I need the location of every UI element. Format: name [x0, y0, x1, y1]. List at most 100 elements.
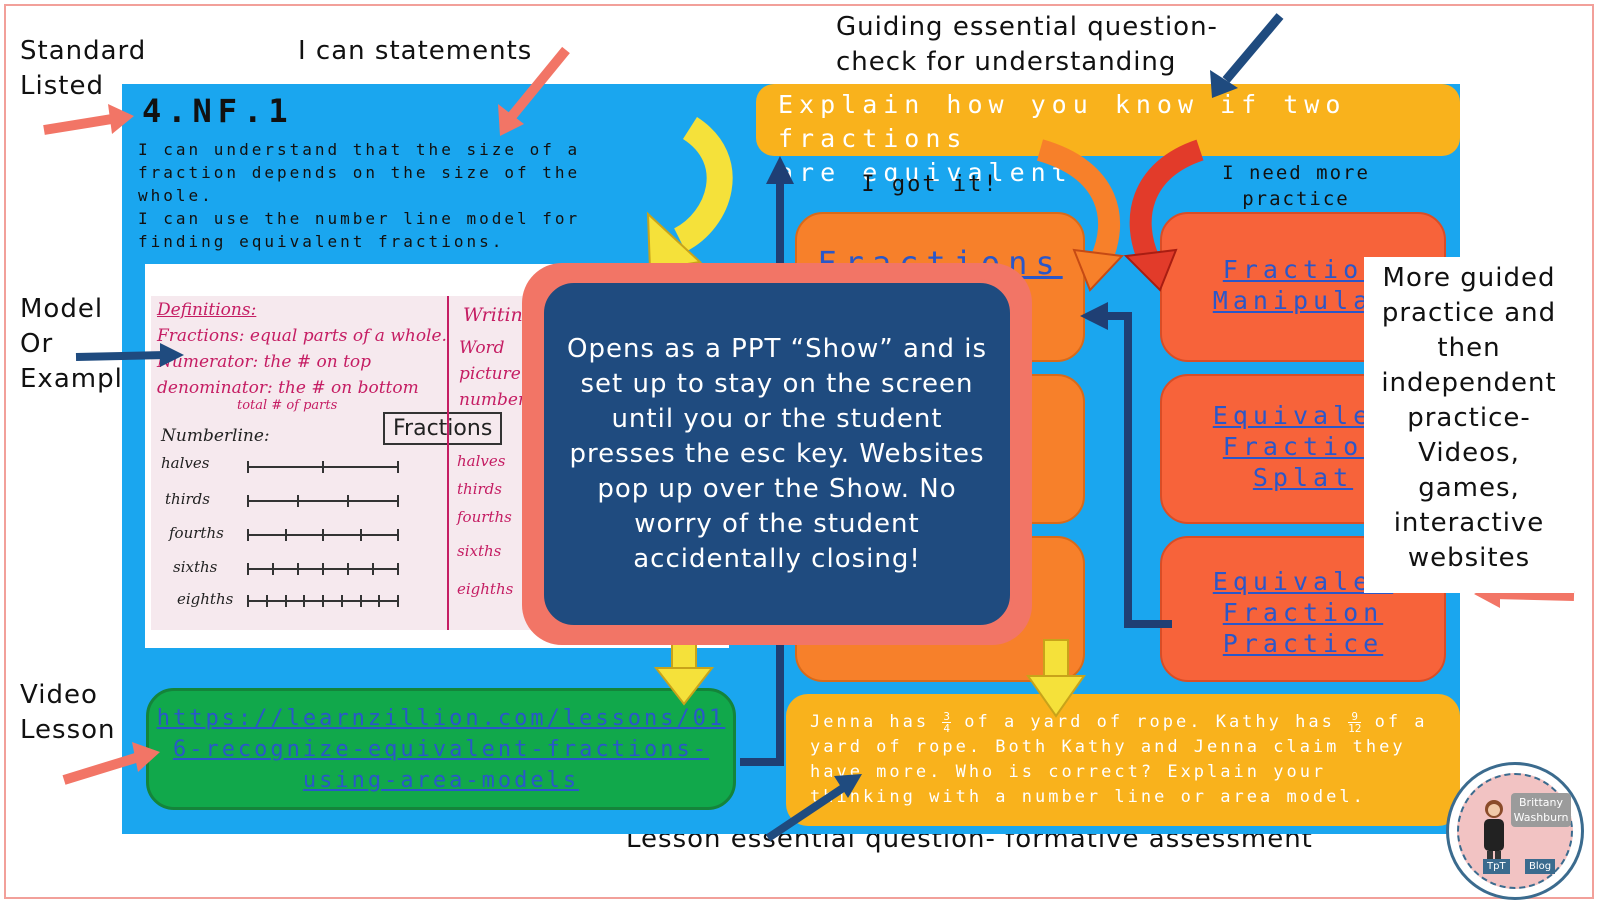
annotation-line: independent — [1381, 368, 1557, 398]
link-line: Equivalen — [1212, 567, 1394, 596]
video-link-line: https://learnzillion.com/lessons/01 — [156, 705, 726, 731]
navy-arrowhead — [834, 774, 862, 798]
chart-row-label: fourths — [169, 524, 224, 542]
chart-divider — [447, 296, 449, 630]
number-line-tick — [265, 595, 268, 607]
flow-arrowhead — [1080, 302, 1108, 330]
annotation-line: Model — [20, 294, 104, 324]
coral-arrow-standard — [43, 113, 119, 135]
number-line-tick — [322, 563, 324, 575]
badge-tag-blog: Blog — [1525, 859, 1556, 874]
number-line-tick — [397, 495, 399, 507]
number-line-tick — [359, 595, 362, 607]
chart-writing-line: Word — [459, 338, 505, 358]
number-line-tick — [359, 529, 362, 541]
link-line: Fraction — [1222, 598, 1384, 627]
number-line-tick — [347, 495, 349, 507]
annotation-line: Lesson — [20, 715, 116, 745]
video-lesson-link[interactable]: https://learnzillion.com/lessons/01 6-re… — [147, 703, 736, 796]
annotation-line: Or — [20, 329, 54, 359]
annotation-line: Videos, — [1418, 438, 1520, 468]
annotation-video-lesson: Video Lesson — [20, 678, 116, 748]
annotation-line: interactive — [1393, 508, 1545, 538]
coral-arrowhead — [108, 104, 134, 134]
chart-definitions-title: Definitions: — [157, 300, 257, 320]
outer-frame — [4, 4, 1594, 899]
chart-numberline-title: Numberline: — [161, 426, 270, 446]
number-line-tick — [378, 595, 381, 607]
chart-writing-title: Writin — [463, 304, 523, 326]
practice-link-fraction-manipulatives[interactable]: Fraction Manipulat — [1162, 254, 1444, 316]
flow-arrowhead — [766, 156, 794, 184]
chart-row-label: thirds — [457, 480, 502, 498]
coral-arrowhead — [132, 742, 160, 772]
brand-badge: Brittany Washburn TpT Blog — [1446, 762, 1584, 900]
i-can-line: fraction depends on the size of the — [138, 163, 581, 182]
annotation-model-or-example: Model Or Example — [20, 292, 140, 397]
annotation-more-practice: More guided practice and then independen… — [1364, 257, 1574, 593]
link-line: Splat — [1252, 463, 1354, 492]
navy-arrow-guiding — [1222, 13, 1284, 83]
badge-inner: Brittany Washburn TpT Blog — [1457, 773, 1573, 889]
number-line-tick — [322, 461, 324, 473]
annotation-i-can-statements: I can statements — [298, 36, 533, 66]
coral-arrow-more-practice — [1493, 589, 1575, 601]
annotation-guiding-question: Guiding essential question- check for un… — [836, 10, 1218, 80]
number-line-tick — [372, 563, 374, 575]
badge-tag-tpt: TpT — [1483, 859, 1510, 874]
annotation-line: Guiding essential question- — [836, 12, 1218, 42]
number-line-tick — [247, 529, 249, 541]
red-curved-arrow — [1129, 139, 1204, 267]
chart-row-label: fourths — [457, 508, 512, 526]
number-line-tick — [322, 529, 324, 541]
yellow-down-arrowhead — [1026, 675, 1086, 718]
practice-link-equivalent-fraction-practice[interactable]: Equivalen Fraction Practice — [1162, 566, 1444, 659]
i-can-statements: I can understand that the size of a frac… — [138, 138, 608, 253]
badge-name: Brittany Washburn — [1511, 793, 1571, 827]
annotation-line: websites — [1407, 543, 1531, 573]
fraction-numerator: 3 — [942, 709, 951, 723]
chart-def-numerator: Numerator: the # on top — [157, 352, 372, 372]
practice-link-equivalent-fraction-splat[interactable]: Equivalen Fraction Splat — [1162, 400, 1444, 493]
chart-writing-line: picture — [459, 364, 521, 384]
callout-box: Opens as a PPT “Show” and is set up to s… — [540, 279, 1014, 629]
link-line: Fraction — [1222, 432, 1384, 461]
link-line: Manipulat — [1212, 286, 1394, 315]
number-line-tick — [322, 595, 324, 607]
heading-line: I need more — [1222, 162, 1370, 184]
red-arrowhead — [1123, 248, 1178, 292]
number-line-tick — [247, 495, 249, 507]
number-line-tick — [247, 461, 249, 473]
annotation-standard-listed: Standard Listed — [20, 34, 146, 104]
chart-def-total: total # of parts — [237, 398, 338, 413]
link-line: Equivalen — [1212, 401, 1394, 430]
chart-row-label: thirds — [165, 490, 210, 508]
video-lesson-box[interactable]: https://learnzillion.com/lessons/01 6-re… — [146, 688, 736, 810]
navy-arrowhead — [1210, 70, 1238, 98]
number-line-tick — [272, 563, 274, 575]
got-it-heading: I got it! — [861, 172, 999, 197]
annotation-line: More guided — [1382, 263, 1556, 293]
number-line-tick — [284, 529, 287, 541]
standard-code: 4.NF.1 — [142, 92, 294, 130]
assessment-text: of a yard of rope. Both Kathy and Jenna … — [810, 712, 1428, 807]
callout-frame: Opens as a PPT “Show” and is set up to s… — [522, 263, 1032, 645]
chart-writing-line: number — [459, 390, 527, 410]
link-line: Fraction — [1222, 255, 1384, 284]
number-line-tick — [397, 461, 399, 473]
chart-row-label: eighths — [177, 590, 234, 608]
assessment-text: Jenna has — [810, 712, 930, 732]
chart-def-fractions: Fractions: equal parts of a whole. — [157, 326, 447, 346]
navy-arrow-assessment — [765, 782, 849, 842]
navy-arrowhead — [160, 343, 184, 367]
number-line-tick — [284, 595, 287, 607]
annotation-line: Standard — [20, 36, 147, 66]
i-can-line: I can understand that the size of a — [138, 140, 581, 159]
chart-row-label: sixths — [457, 542, 502, 560]
callout-text: Opens as a PPT “Show” and is set up to s… — [566, 333, 987, 574]
guiding-question-line: Explain how you know if two fractions — [778, 90, 1347, 153]
guiding-question-line: are equivalent. — [778, 158, 1094, 187]
i-can-line: I can use the number line model for — [138, 209, 581, 228]
